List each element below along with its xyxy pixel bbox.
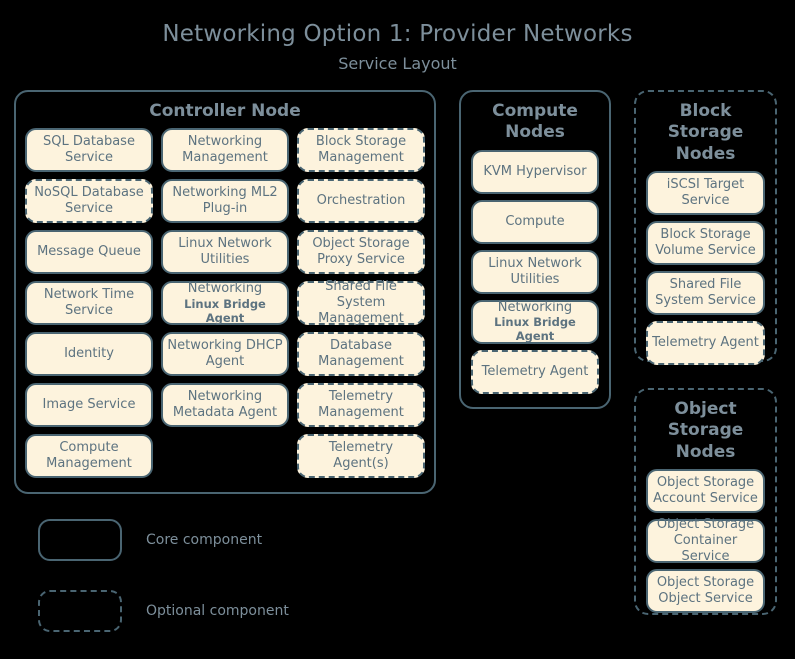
service-box-label: Networking Metadata Agent (172, 389, 278, 421)
service-box[interactable]: Image Service (25, 383, 153, 428)
service-box[interactable]: Object Storage Object Service (646, 568, 765, 613)
service-box-label: Networking (497, 299, 573, 315)
service-box[interactable]: Linux Network Utilities (161, 230, 289, 275)
service-box-label: Networking DHCP Agent (167, 338, 283, 370)
service-box-label: Image Service (42, 397, 136, 413)
service-box[interactable]: Networking DHCP Agent (161, 332, 289, 377)
legend-label: Optional component (146, 603, 289, 619)
legend-label: Core component (146, 532, 263, 548)
service-box-label: Linux Network Utilities (488, 255, 582, 287)
service-box[interactable]: Linux Network Utilities (471, 249, 599, 294)
service-box-label: Shared File System Service (655, 276, 756, 308)
service-box[interactable]: Networking Management (161, 128, 289, 173)
service-box[interactable]: Block Storage Volume Service (646, 220, 765, 265)
service-box-label: Object Storage Proxy Service (312, 236, 410, 268)
service-box-label: iSCSI Target Service (666, 176, 745, 208)
service-box-label: SQL Database Service (43, 134, 135, 166)
service-box[interactable]: Block Storage Management (297, 128, 425, 173)
service-box-label: Telemetry Management (318, 389, 404, 421)
service-box-label: Database Management (318, 338, 404, 370)
service-box-label: Networking ML2 Plug-in (172, 185, 278, 217)
service-box[interactable]: Telemetry Agent (471, 349, 599, 394)
grid-spacer (161, 434, 289, 478)
service-box[interactable]: Shared File System Service (646, 270, 765, 315)
service-box[interactable]: iSCSI Target Service (646, 170, 765, 215)
service-box-label: Object Storage Object Service (656, 574, 755, 606)
legend-row: Core component (38, 517, 289, 563)
service-box-label: Linux Network Utilities (178, 236, 272, 268)
page-title: Networking Option 1: Provider Networks (162, 21, 633, 47)
service-box[interactable]: Shared File System Management (297, 279, 425, 327)
service-box[interactable]: Telemetry Management (297, 383, 425, 428)
group-title-object-storage: Object Storage Nodes (667, 399, 744, 462)
page-subtitle: Service Layout (338, 54, 457, 74)
title-block: Networking Option 1: Provider Networks S… (0, 0, 795, 73)
legend-swatch-optional (38, 590, 122, 632)
service-box-label: Orchestration (316, 193, 406, 209)
group-title-compute: Compute Nodes (492, 101, 578, 143)
service-box[interactable]: NoSQL Database Service (25, 179, 153, 224)
service-box-label: Telemetry Agent(s) (328, 440, 394, 472)
service-box-label: Object Storage Container Service (656, 516, 755, 564)
service-box-label: Network Time Service (43, 287, 135, 319)
service-box[interactable]: Networking Metadata Agent (161, 383, 289, 428)
service-box[interactable]: Network Time Service (25, 281, 153, 326)
group-title-controller: Controller Node (149, 101, 301, 121)
service-box-sublabel: Linux Bridge Agent (184, 297, 266, 326)
service-box[interactable]: Compute (471, 199, 599, 244)
service-box[interactable]: Object Storage Account Service (646, 468, 765, 513)
service-box[interactable]: Telemetry Agent(s) (297, 434, 425, 479)
service-box-label: Networking (187, 281, 263, 297)
service-box[interactable]: Database Management (297, 332, 425, 377)
service-box[interactable]: Identity (25, 332, 153, 377)
service-box[interactable]: Networking ML2 Plug-in (161, 179, 289, 224)
service-box[interactable]: Message Queue (25, 230, 153, 275)
service-box[interactable]: SQL Database Service (25, 128, 153, 173)
service-box-label: Message Queue (37, 244, 141, 260)
service-box[interactable]: Orchestration (297, 179, 425, 224)
legend-swatch-core (38, 519, 122, 561)
service-box-label: Compute (505, 213, 565, 229)
service-box-label: Identity (64, 346, 114, 362)
service-box[interactable]: Object Storage Container Service (646, 516, 765, 564)
service-box-sublabel: Linux Bridge Agent (494, 315, 576, 344)
service-box[interactable]: Telemetry Agent (646, 320, 765, 365)
service-box-label: Object Storage Account Service (653, 474, 758, 506)
service-box-label: Telemetry Agent (652, 334, 759, 350)
service-box-label: Shared File System Management (318, 279, 404, 327)
service-box-label: Compute Management (46, 440, 132, 472)
group-object-storage-nodes: Object Storage Nodes Object Storage Acco… (634, 388, 777, 615)
service-box[interactable]: Compute Management (25, 434, 153, 479)
controller-service-grid: SQL Database Service Networking Managemen… (16, 128, 434, 479)
service-box-label: Telemetry Agent (481, 363, 589, 379)
service-box-label: KVM Hypervisor (483, 163, 587, 179)
group-title-block-storage: Block Storage Nodes (667, 101, 744, 164)
diagram-canvas: Networking Option 1: Provider Networks S… (0, 0, 795, 632)
service-box[interactable]: KVM Hypervisor (471, 149, 599, 194)
group-block-storage-nodes: Block Storage Nodes iSCSI Target Service… (634, 90, 777, 365)
service-box-label: NoSQL Database Service (34, 185, 144, 217)
service-box[interactable]: Object Storage Proxy Service (297, 230, 425, 275)
service-box-label: Block Storage Volume Service (655, 226, 756, 258)
legend-row: Optional component (38, 588, 289, 634)
service-box-label: Networking Management (182, 134, 268, 166)
service-box-label: Block Storage Management (315, 134, 407, 166)
